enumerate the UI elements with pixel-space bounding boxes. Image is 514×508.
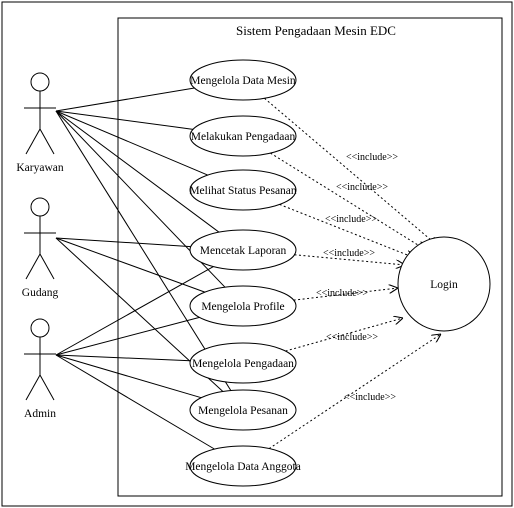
- association-gudang-uc4: [55, 237, 191, 248]
- association-karyawan-uc3: [55, 110, 208, 176]
- include-label-uc1: <<include>>: [346, 152, 398, 163]
- actor-head: [30, 72, 50, 92]
- association-karyawan-uc1: [55, 87, 195, 112]
- actor-left-leg: [25, 374, 41, 401]
- association-karyawan-uc4: [55, 110, 220, 233]
- use-case-login: [397, 236, 491, 332]
- association-karyawan-uc7: [55, 110, 232, 391]
- system-title: Sistem Pengadaan Mesin EDC: [236, 23, 396, 38]
- use-case-label-uc6: Mengelola Pengadaan: [192, 358, 294, 370]
- actor-gudang: Gudang: [22, 197, 59, 299]
- use-case-label-uc5: Mengelola Profile: [201, 301, 284, 313]
- association-admin-uc6: [55, 354, 191, 362]
- use-case-label-login: Login: [430, 279, 458, 291]
- include-arrow-uc8: [268, 334, 441, 450]
- include-label-uc8: <<include>>: [344, 392, 396, 403]
- actor-head: [30, 318, 50, 338]
- actor-head: [30, 197, 50, 217]
- actor-left-leg: [25, 253, 41, 280]
- association-admin-uc8: [55, 354, 215, 450]
- actor-left-leg: [25, 128, 41, 155]
- include-label-uc6: <<include>>: [326, 332, 378, 343]
- association-admin-uc5: [55, 316, 200, 356]
- use-case-uc6: [189, 342, 297, 384]
- include-label-uc3: <<include>>: [325, 214, 377, 225]
- association-admin-uc7: [55, 354, 202, 399]
- use-case-uc5: [189, 285, 297, 327]
- use-case-uc3: [189, 169, 297, 211]
- use-case-label-uc4: Mencetak Laporan: [200, 245, 287, 257]
- use-case-uc4: [189, 229, 297, 271]
- use-case-uc7: [189, 389, 297, 431]
- actor-karyawan: Karyawan: [16, 72, 64, 174]
- use-case-uc1: [189, 59, 297, 101]
- actor-label-admin: Admin: [24, 408, 56, 420]
- actor-label-gudang: Gudang: [22, 287, 59, 299]
- use-case-uc8: [189, 445, 297, 487]
- include-arrow-uc1: [264, 97, 438, 246]
- use-case-label-uc2: Melakukan Pengadaan: [191, 131, 296, 143]
- include-label-uc4: <<include>>: [323, 248, 375, 259]
- use-case-label-uc3: Melihat Status Pesanan: [189, 185, 297, 197]
- include-arrow-uc2: [270, 152, 426, 250]
- actor-right-leg: [39, 128, 55, 155]
- include-label-uc2: <<include>>: [336, 182, 388, 193]
- actor-right-leg: [39, 253, 55, 280]
- use-case-uc2: [189, 115, 297, 157]
- system-boundary: [117, 17, 503, 497]
- association-gudang-uc5: [55, 237, 206, 293]
- association-admin-uc4: [55, 266, 214, 356]
- association-karyawan-uc2: [55, 110, 194, 130]
- includes-layer: <<include>> <<include>> <<include>> <<inclu…: [264, 97, 441, 450]
- include-label-uc5: <<include>>: [316, 288, 368, 299]
- associations-layer: [55, 87, 232, 450]
- actor-label-karyawan: Karyawan: [16, 162, 64, 174]
- actor-admin: Admin: [24, 318, 56, 420]
- use-case-label-uc8: Mengelola Data Anggota: [185, 461, 301, 473]
- include-arrow-uc3: [279, 204, 415, 258]
- use-case-label-uc7: Mengelola Pesanan: [198, 405, 288, 417]
- actor-right-leg: [39, 374, 55, 401]
- include-arrow-uc4: [294, 254, 405, 265]
- use-case-label-uc1: Mengelola Data Mesin: [190, 75, 296, 87]
